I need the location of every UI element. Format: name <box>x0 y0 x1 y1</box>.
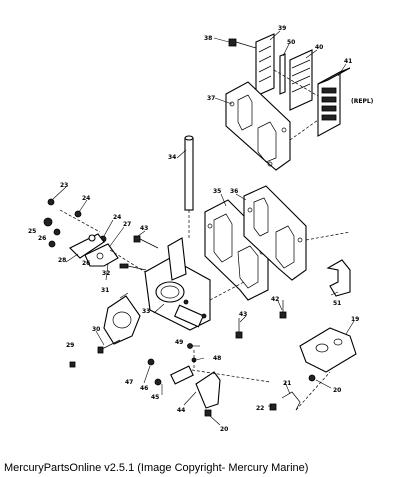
callout-50: 50 <box>287 39 295 46</box>
callout-31: 31 <box>101 287 109 294</box>
callout-26b: 26 <box>82 260 90 267</box>
callout-23: 23 <box>60 182 68 189</box>
clip-21 <box>269 371 331 411</box>
callout-39: 39 <box>278 25 286 32</box>
callout-29: 29 <box>66 342 74 349</box>
tube-34 <box>184 135 194 240</box>
plate-36 <box>243 185 351 281</box>
callout-36: 36 <box>230 188 238 195</box>
callout-49: 49 <box>175 339 183 346</box>
callout-43a: 43 <box>140 225 148 232</box>
callout-22: 22 <box>256 405 264 412</box>
callout-21: 21 <box>283 380 291 387</box>
callout-35: 35 <box>213 188 221 195</box>
callout-30: 30 <box>92 326 100 333</box>
lower-linkage <box>147 343 271 417</box>
leader-lines <box>52 30 355 426</box>
callout-44: 44 <box>177 407 185 414</box>
callout-28: 28 <box>58 257 66 264</box>
screws <box>69 235 287 368</box>
callout-repl: (REPL) <box>351 98 374 105</box>
callout-34: 34 <box>168 154 176 161</box>
stud-30 <box>97 339 121 354</box>
callout-43b: 43 <box>239 311 247 318</box>
callout-48: 48 <box>213 355 221 362</box>
callout-45: 45 <box>151 394 159 401</box>
linkage-parts <box>43 198 147 273</box>
callout-33: 33 <box>142 308 150 315</box>
callout-19: 19 <box>351 316 359 323</box>
callout-24a: 24 <box>82 195 90 202</box>
callout-labels: 38 39 50 40 41 (REPL) 37 34 35 36 23 24 … <box>28 25 374 433</box>
callout-51: 51 <box>333 300 341 307</box>
callout-40: 40 <box>315 44 323 51</box>
callout-26a: 26 <box>38 235 46 242</box>
callout-20a: 20 <box>333 387 341 394</box>
gasket-37 <box>225 81 319 171</box>
callout-24b: 24 <box>113 214 121 221</box>
bracket-51 <box>326 259 351 297</box>
callout-42: 42 <box>271 296 279 303</box>
callout-37: 37 <box>207 95 215 102</box>
copyright-footer: MercuryPartsOnline v2.5.1 (Image Copyrig… <box>4 462 309 474</box>
callout-46: 46 <box>140 385 148 392</box>
callout-25: 25 <box>28 228 36 235</box>
callout-32: 32 <box>102 270 110 277</box>
housing-33 <box>144 237 245 331</box>
callout-20b: 20 <box>220 426 228 433</box>
bracket-19 <box>299 327 357 373</box>
callout-47: 47 <box>125 379 133 386</box>
gasket-31 <box>103 295 141 345</box>
reed-assembly <box>228 33 351 137</box>
callout-38: 38 <box>204 35 212 42</box>
callout-41: 41 <box>344 58 352 65</box>
callout-27: 27 <box>123 221 131 228</box>
exploded-parts-diagram: 38 39 50 40 41 (REPL) 37 34 35 36 23 24 … <box>28 25 374 433</box>
